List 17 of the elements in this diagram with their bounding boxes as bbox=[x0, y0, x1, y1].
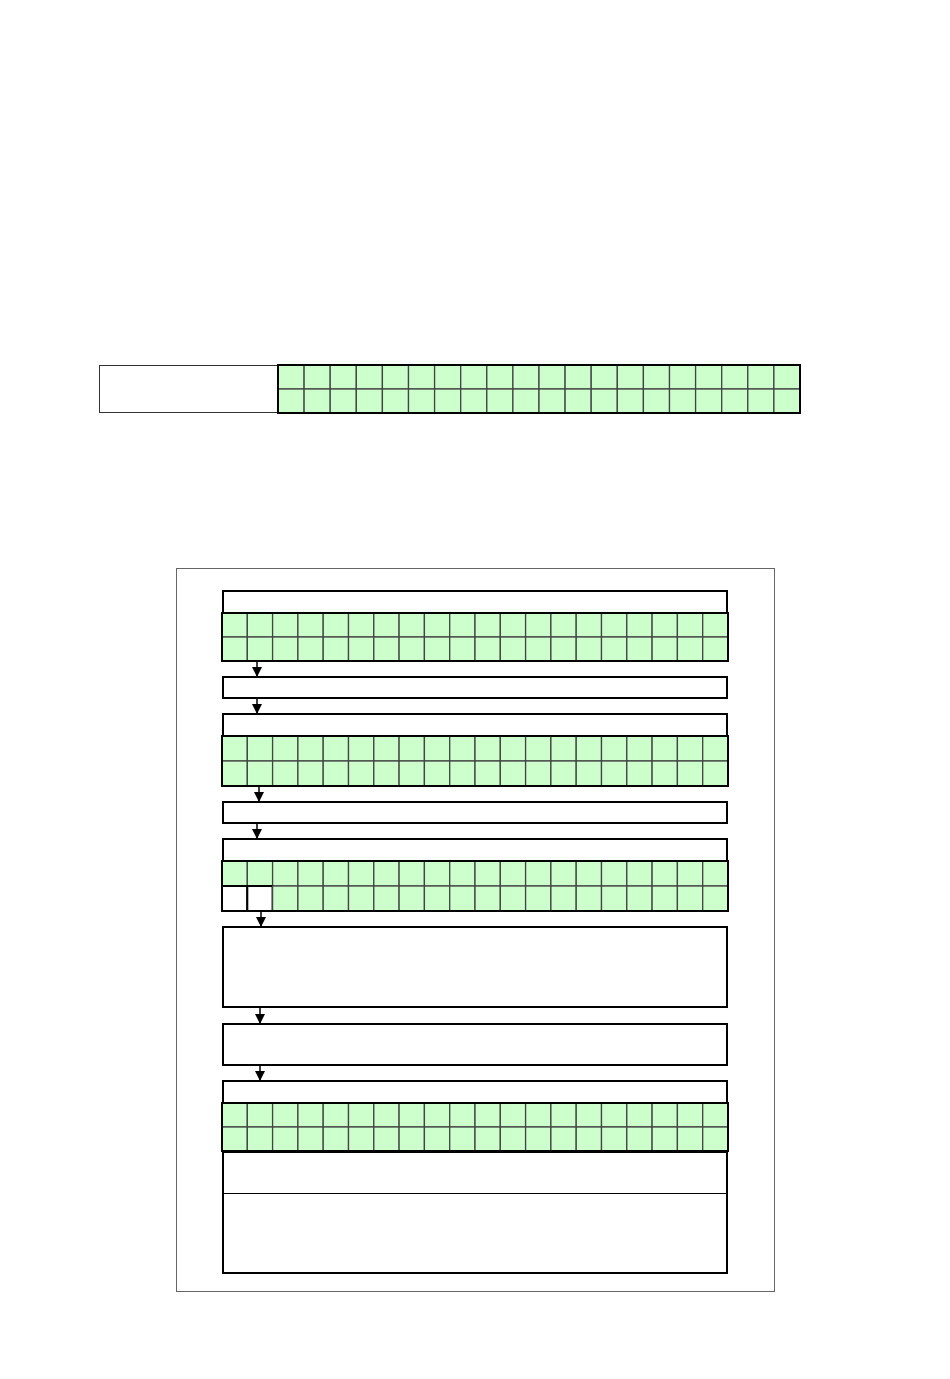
arrow bbox=[252, 698, 262, 714]
arrow bbox=[255, 1007, 265, 1024]
form-box bbox=[222, 926, 728, 1008]
form-box bbox=[222, 676, 728, 699]
arrow bbox=[252, 660, 262, 677]
frame bbox=[176, 568, 775, 1292]
arrow bbox=[255, 1065, 265, 1081]
form-box bbox=[222, 713, 728, 786]
form-box bbox=[222, 590, 728, 661]
arrow bbox=[254, 785, 264, 802]
arrow bbox=[252, 823, 262, 839]
form-box bbox=[222, 1080, 728, 1274]
form-box bbox=[222, 838, 728, 911]
form-box bbox=[222, 1023, 728, 1066]
form-box bbox=[222, 801, 728, 824]
arrow bbox=[256, 910, 266, 927]
form-row bbox=[99, 365, 800, 413]
